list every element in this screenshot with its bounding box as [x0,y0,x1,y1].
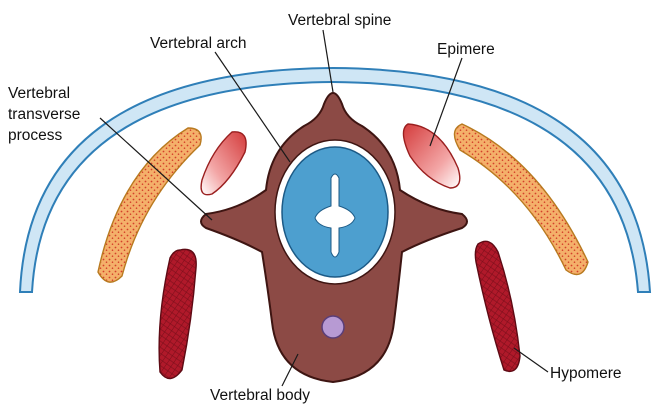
label-transverse-line1: Vertebral [8,85,70,102]
label-vertebral-spine: Vertebral spine [288,12,391,29]
right-hypomere [475,241,520,371]
right-epimere [403,124,459,188]
left-epimere [201,132,246,195]
label-hypomere: Hypomere [550,365,622,382]
label-transverse-line3: process [8,127,63,144]
label-vertebral-body: Vertebral body [210,387,310,404]
notochord [322,316,344,338]
label-vertebral-arch: Vertebral arch [150,35,247,52]
label-epimere: Epimere [437,41,495,58]
left-hypomere [159,249,196,378]
label-transverse-line2: transverse [8,106,80,123]
